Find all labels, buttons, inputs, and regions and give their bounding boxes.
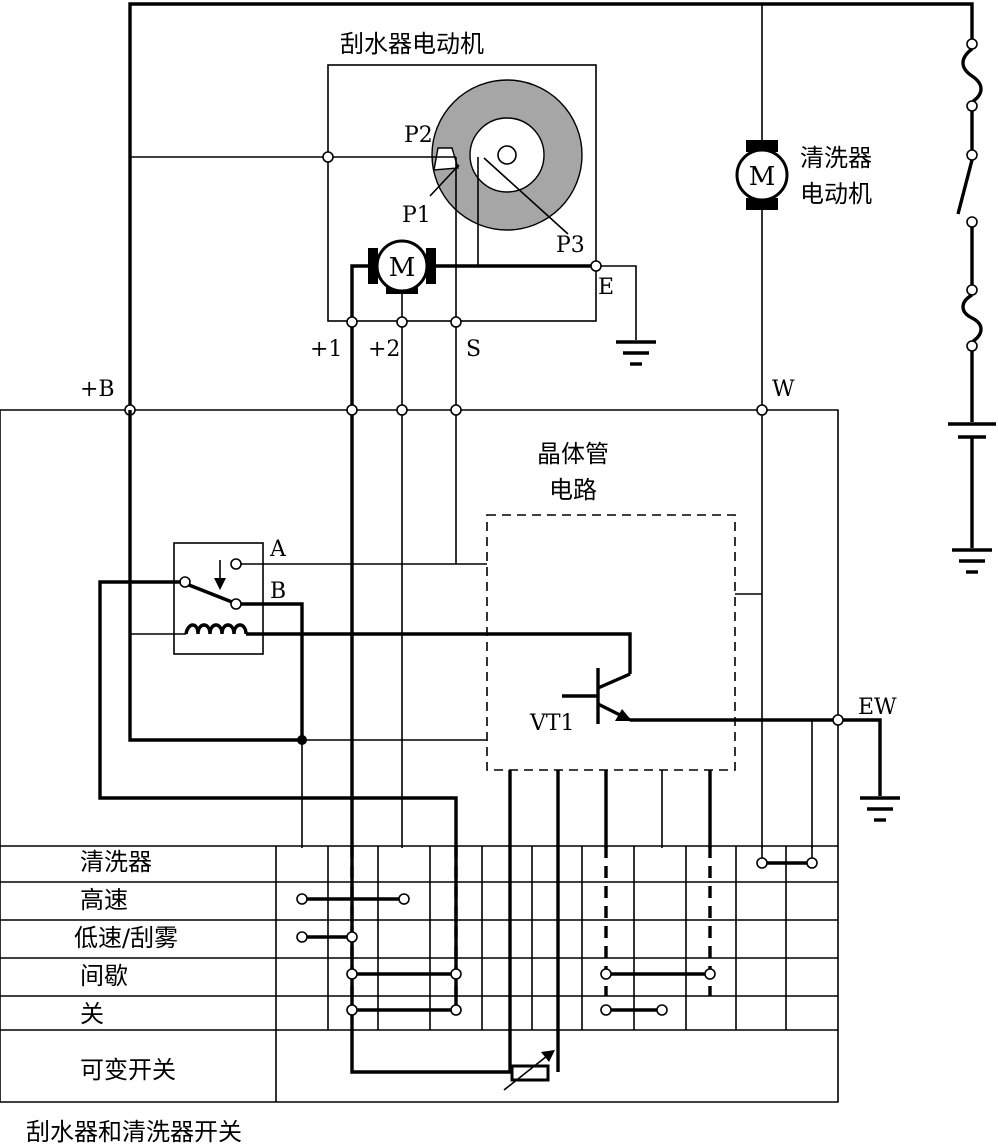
switch-row-intermittent-label: 间歇 [80,962,128,990]
switch-contacts-low [296,931,358,943]
terminal-ew-label: EW [858,695,897,720]
plus-b-to-relay-wire [128,410,302,742]
switch-row-variable-label: 可变开关 [80,1056,176,1084]
wiper-motor-symbol: M [389,253,416,283]
washer-motor-label-line1: 清洗器 [800,144,872,172]
cam-contacts [130,151,569,320]
fuse-lower [961,284,983,352]
battery-ground-icon [952,548,992,574]
wiper-motor-title: 刮水器电动机 [340,30,484,58]
terminal-p2-label: P2 [404,123,433,148]
terminal-ew-node [832,714,844,726]
terminal-p3-label: P3 [556,233,585,258]
switch-contacts-washer [756,846,818,869]
transistor-circuit-label-line1: 晶体管 [537,440,609,468]
transistor-circuit-box [486,514,736,771]
switch-contacts-high [296,893,410,905]
battery [948,422,996,548]
terminal-s-node [450,316,462,328]
switch-ground-icon [860,796,900,822]
switch-caption: 刮水器和清洗器开关 [26,1118,242,1145]
switch-enclosure [0,409,839,1103]
switch-row-low-label: 低速/刮雾 [74,924,178,952]
relay-b-wire [241,602,304,740]
terminal-plus2-node [396,316,408,328]
motor-ground-wire [601,265,637,340]
washer-motor-symbol: M [749,162,776,192]
terminal-p1-label: P1 [402,203,431,228]
terminal-plus1-label: +1 [310,337,342,362]
terminal-plus2-label: +2 [368,337,400,362]
motor-ground-icon [616,340,656,366]
relay-common-contact [179,576,191,588]
wiper-motor-box [327,64,597,322]
switch-row-washer-label: 清洗器 [80,848,152,876]
terminal-e-node [590,260,602,272]
cam-disc [431,79,583,231]
variable-resistor [503,1050,555,1091]
relay-coil [184,623,248,635]
relay-contact-a [230,558,242,570]
wire-plus1-main [350,264,512,1074]
switch-row-high-label: 高速 [80,886,128,914]
relay-arm [188,583,233,604]
switch-table-grid [0,845,838,1102]
terminal-e-label: E [598,275,614,300]
coil-to-transistor-wire [246,632,632,674]
power-supply-wiring [128,2,974,410]
switch-contacts-intermittent [346,968,716,980]
transistor-vt1-label: VT1 [529,711,575,736]
terminal-w-label: W [772,377,795,402]
circuit-output-wires [556,770,712,1072]
terminal-strip-nodes [124,404,768,416]
switch-row-off-label: 关 [80,1000,104,1028]
terminal-plus-b-label: +B [80,377,115,402]
relay-actuator-arrow-icon [214,560,226,590]
transistor-vt1 [562,668,632,724]
washer-motor-label-line2: 电动机 [800,180,872,208]
relay-terminal-a-label: A [269,537,287,562]
relay-box [173,542,264,655]
fuse-upper [961,38,983,112]
ignition-switch [956,149,978,228]
wiper-motor: M [368,239,436,294]
washer-motor: M [735,140,789,210]
transistor-circuit-label-line2: 电路 [549,476,597,504]
terminal-s-label: S [466,337,481,362]
relay-terminal-b-label: B [270,579,286,604]
switch-contacts-off [346,1004,668,1016]
terminal-plus1-node [346,316,358,328]
ew-ground-wire [843,718,882,796]
